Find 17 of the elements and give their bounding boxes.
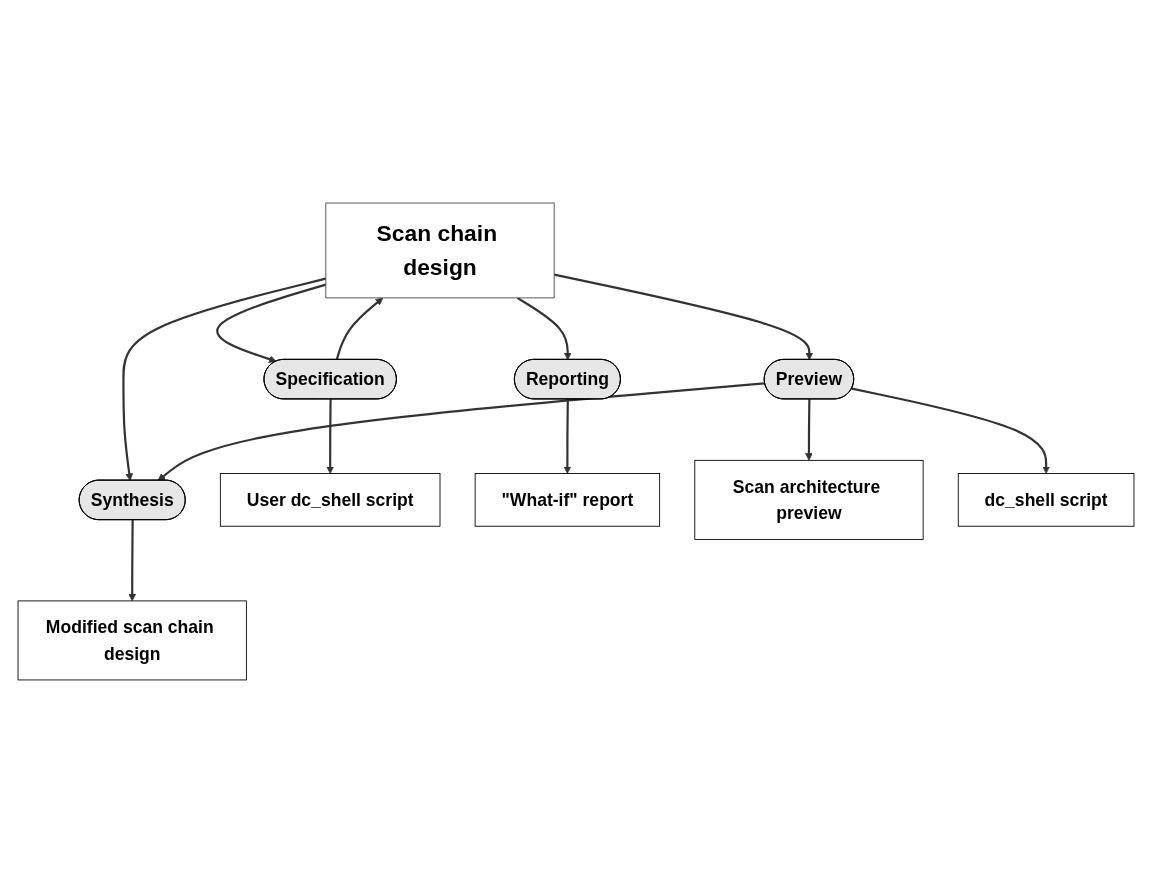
node-box: "What-if" report xyxy=(474,472,661,527)
node-box: dc_shell script xyxy=(957,472,1135,527)
arrow xyxy=(553,273,814,360)
arrow xyxy=(122,277,327,481)
arrow xyxy=(128,519,137,601)
node-box: Scan architecture preview xyxy=(694,459,924,540)
arrow xyxy=(516,296,572,360)
arrow xyxy=(805,398,813,461)
arrow xyxy=(326,398,335,474)
node-box: Modified scan chain design xyxy=(17,599,247,680)
arrow xyxy=(157,381,766,481)
node-box: User dc_shell script xyxy=(219,472,441,527)
node-box: Scan chain design xyxy=(325,202,555,298)
arrow xyxy=(563,398,572,474)
arrow xyxy=(216,283,327,363)
arrow xyxy=(335,297,384,360)
arrow xyxy=(851,387,1050,474)
